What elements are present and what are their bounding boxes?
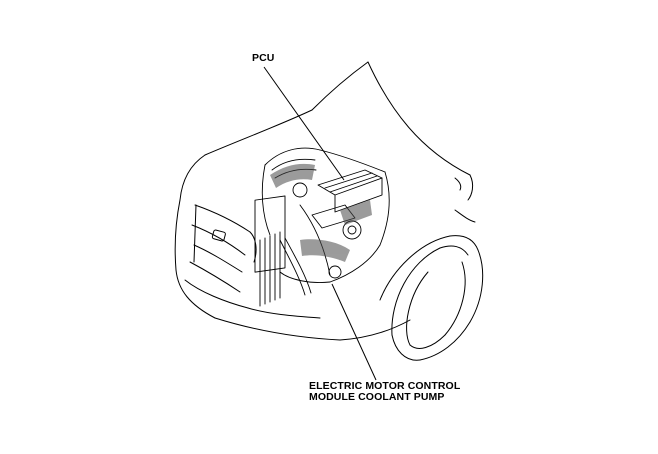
- engine-shading: [270, 163, 372, 262]
- pcu-label-text: PCU: [252, 52, 275, 64]
- coolant-pump-label-line2: MODULE COOLANT PUMP: [309, 391, 445, 403]
- pcu-leader-line: [263, 66, 345, 181]
- pcu-label: PCU: [252, 53, 274, 64]
- engine-compartment: [254, 147, 390, 307]
- car-body-outline: [174, 61, 484, 361]
- coolant-pump-label: ELECTRIC MOTOR CONTROL MODULE COOLANT PU…: [309, 381, 460, 403]
- coolant-pump-label-line1: ELECTRIC MOTOR CONTROL: [309, 380, 461, 392]
- leader-lines: [263, 66, 377, 381]
- pump-leader-line: [331, 283, 377, 381]
